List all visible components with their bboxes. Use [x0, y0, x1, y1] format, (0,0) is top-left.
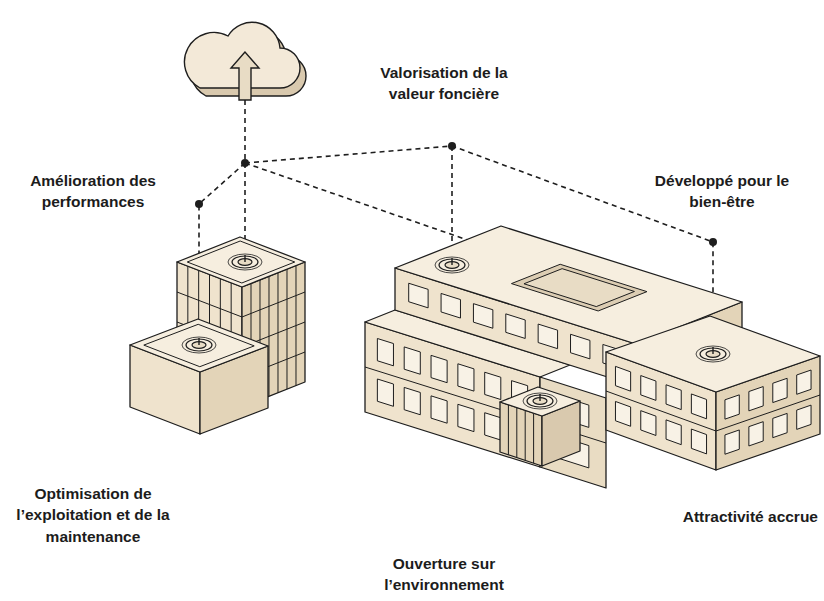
sensor-ring: [228, 254, 262, 270]
window: [441, 293, 460, 318]
window: [431, 396, 447, 423]
illustration-part: [606, 316, 820, 392]
floor-line: [177, 292, 242, 317]
window: [506, 314, 525, 339]
sensor-ring: [696, 346, 730, 362]
sensor-icon: [435, 257, 469, 273]
illustration-part: [524, 269, 634, 307]
sensors: [182, 254, 730, 409]
feature-label: Attractivité accrue: [683, 506, 818, 527]
illustration-part: [500, 387, 580, 416]
hub-dot: [241, 159, 249, 167]
window: [797, 405, 811, 429]
junction-dot: [709, 238, 717, 246]
window: [725, 430, 739, 454]
main-building: [365, 226, 820, 488]
illustration-part: [606, 316, 820, 392]
window: [797, 370, 811, 394]
upload-arrow: [231, 52, 259, 100]
floor-line: [242, 292, 305, 317]
window: [458, 364, 474, 391]
illustration-part: [511, 264, 647, 311]
sensor-ring: [527, 395, 553, 407]
sensor-ring: [700, 348, 726, 360]
illustration-part: [500, 387, 580, 416]
facade-stripe: [516, 408, 517, 458]
sensor-ring: [523, 393, 557, 409]
junction-dot: [195, 200, 203, 208]
sensor-ring: [182, 337, 216, 353]
sensor-stem: [451, 258, 452, 265]
window: [691, 394, 706, 419]
sensor-icon: [182, 337, 216, 353]
facade-stripe: [533, 413, 534, 463]
feature-label: Optimisation de l’exploitation et de la …: [10, 483, 176, 547]
window: [725, 395, 739, 419]
sensor-icon: [228, 254, 262, 270]
window: [571, 334, 590, 359]
illustration-part: [130, 319, 268, 372]
window: [749, 387, 763, 411]
sensor-icon: [696, 346, 730, 362]
floor-line: [716, 395, 820, 431]
sensor-ring: [435, 257, 469, 273]
facade-stripe: [508, 405, 509, 455]
sensor-stem: [539, 394, 540, 401]
sensor-stem: [198, 338, 199, 345]
feature-label: Développé pour le bien-être: [643, 170, 801, 213]
sensor-stem: [244, 255, 245, 262]
feature-label: Amélioration des performances: [17, 170, 169, 213]
window: [485, 372, 501, 399]
window: [485, 413, 501, 440]
leader-line: [451, 146, 453, 258]
window: [641, 376, 656, 401]
illustration-part: [187, 241, 295, 283]
window: [404, 387, 420, 414]
floor-line: [606, 391, 716, 431]
window: [615, 401, 630, 426]
window: [615, 366, 630, 391]
window: [749, 422, 763, 446]
window: [377, 338, 393, 365]
illustration-part: [130, 319, 268, 372]
illustration-part: [177, 237, 305, 287]
sensor-stem: [712, 347, 713, 354]
window: [458, 404, 474, 431]
window: [666, 420, 681, 445]
sensor-ring: [232, 256, 258, 268]
window: [473, 304, 492, 329]
sensor-ring: [439, 259, 465, 271]
window: [404, 347, 420, 374]
leader-line: [244, 100, 246, 255]
window: [538, 324, 557, 349]
facade-stripe: [525, 410, 526, 460]
feature-label: Ouverture sur l’environnement: [368, 553, 520, 596]
cloud-icon: [184, 22, 306, 100]
window: [666, 385, 681, 410]
feature-label: Valorisation de la valeur foncière: [360, 62, 528, 105]
window: [773, 378, 787, 402]
window: [641, 411, 656, 436]
window: [377, 379, 393, 406]
illustration-part: [177, 237, 305, 287]
window: [409, 283, 428, 308]
low-block: [130, 319, 268, 434]
window: [773, 413, 787, 437]
window: [691, 429, 706, 454]
window: [431, 355, 447, 382]
sensor-ring: [186, 339, 212, 351]
junction-dot: [448, 142, 456, 150]
illustration-part: [144, 324, 254, 366]
sensor-icon: [523, 393, 557, 409]
